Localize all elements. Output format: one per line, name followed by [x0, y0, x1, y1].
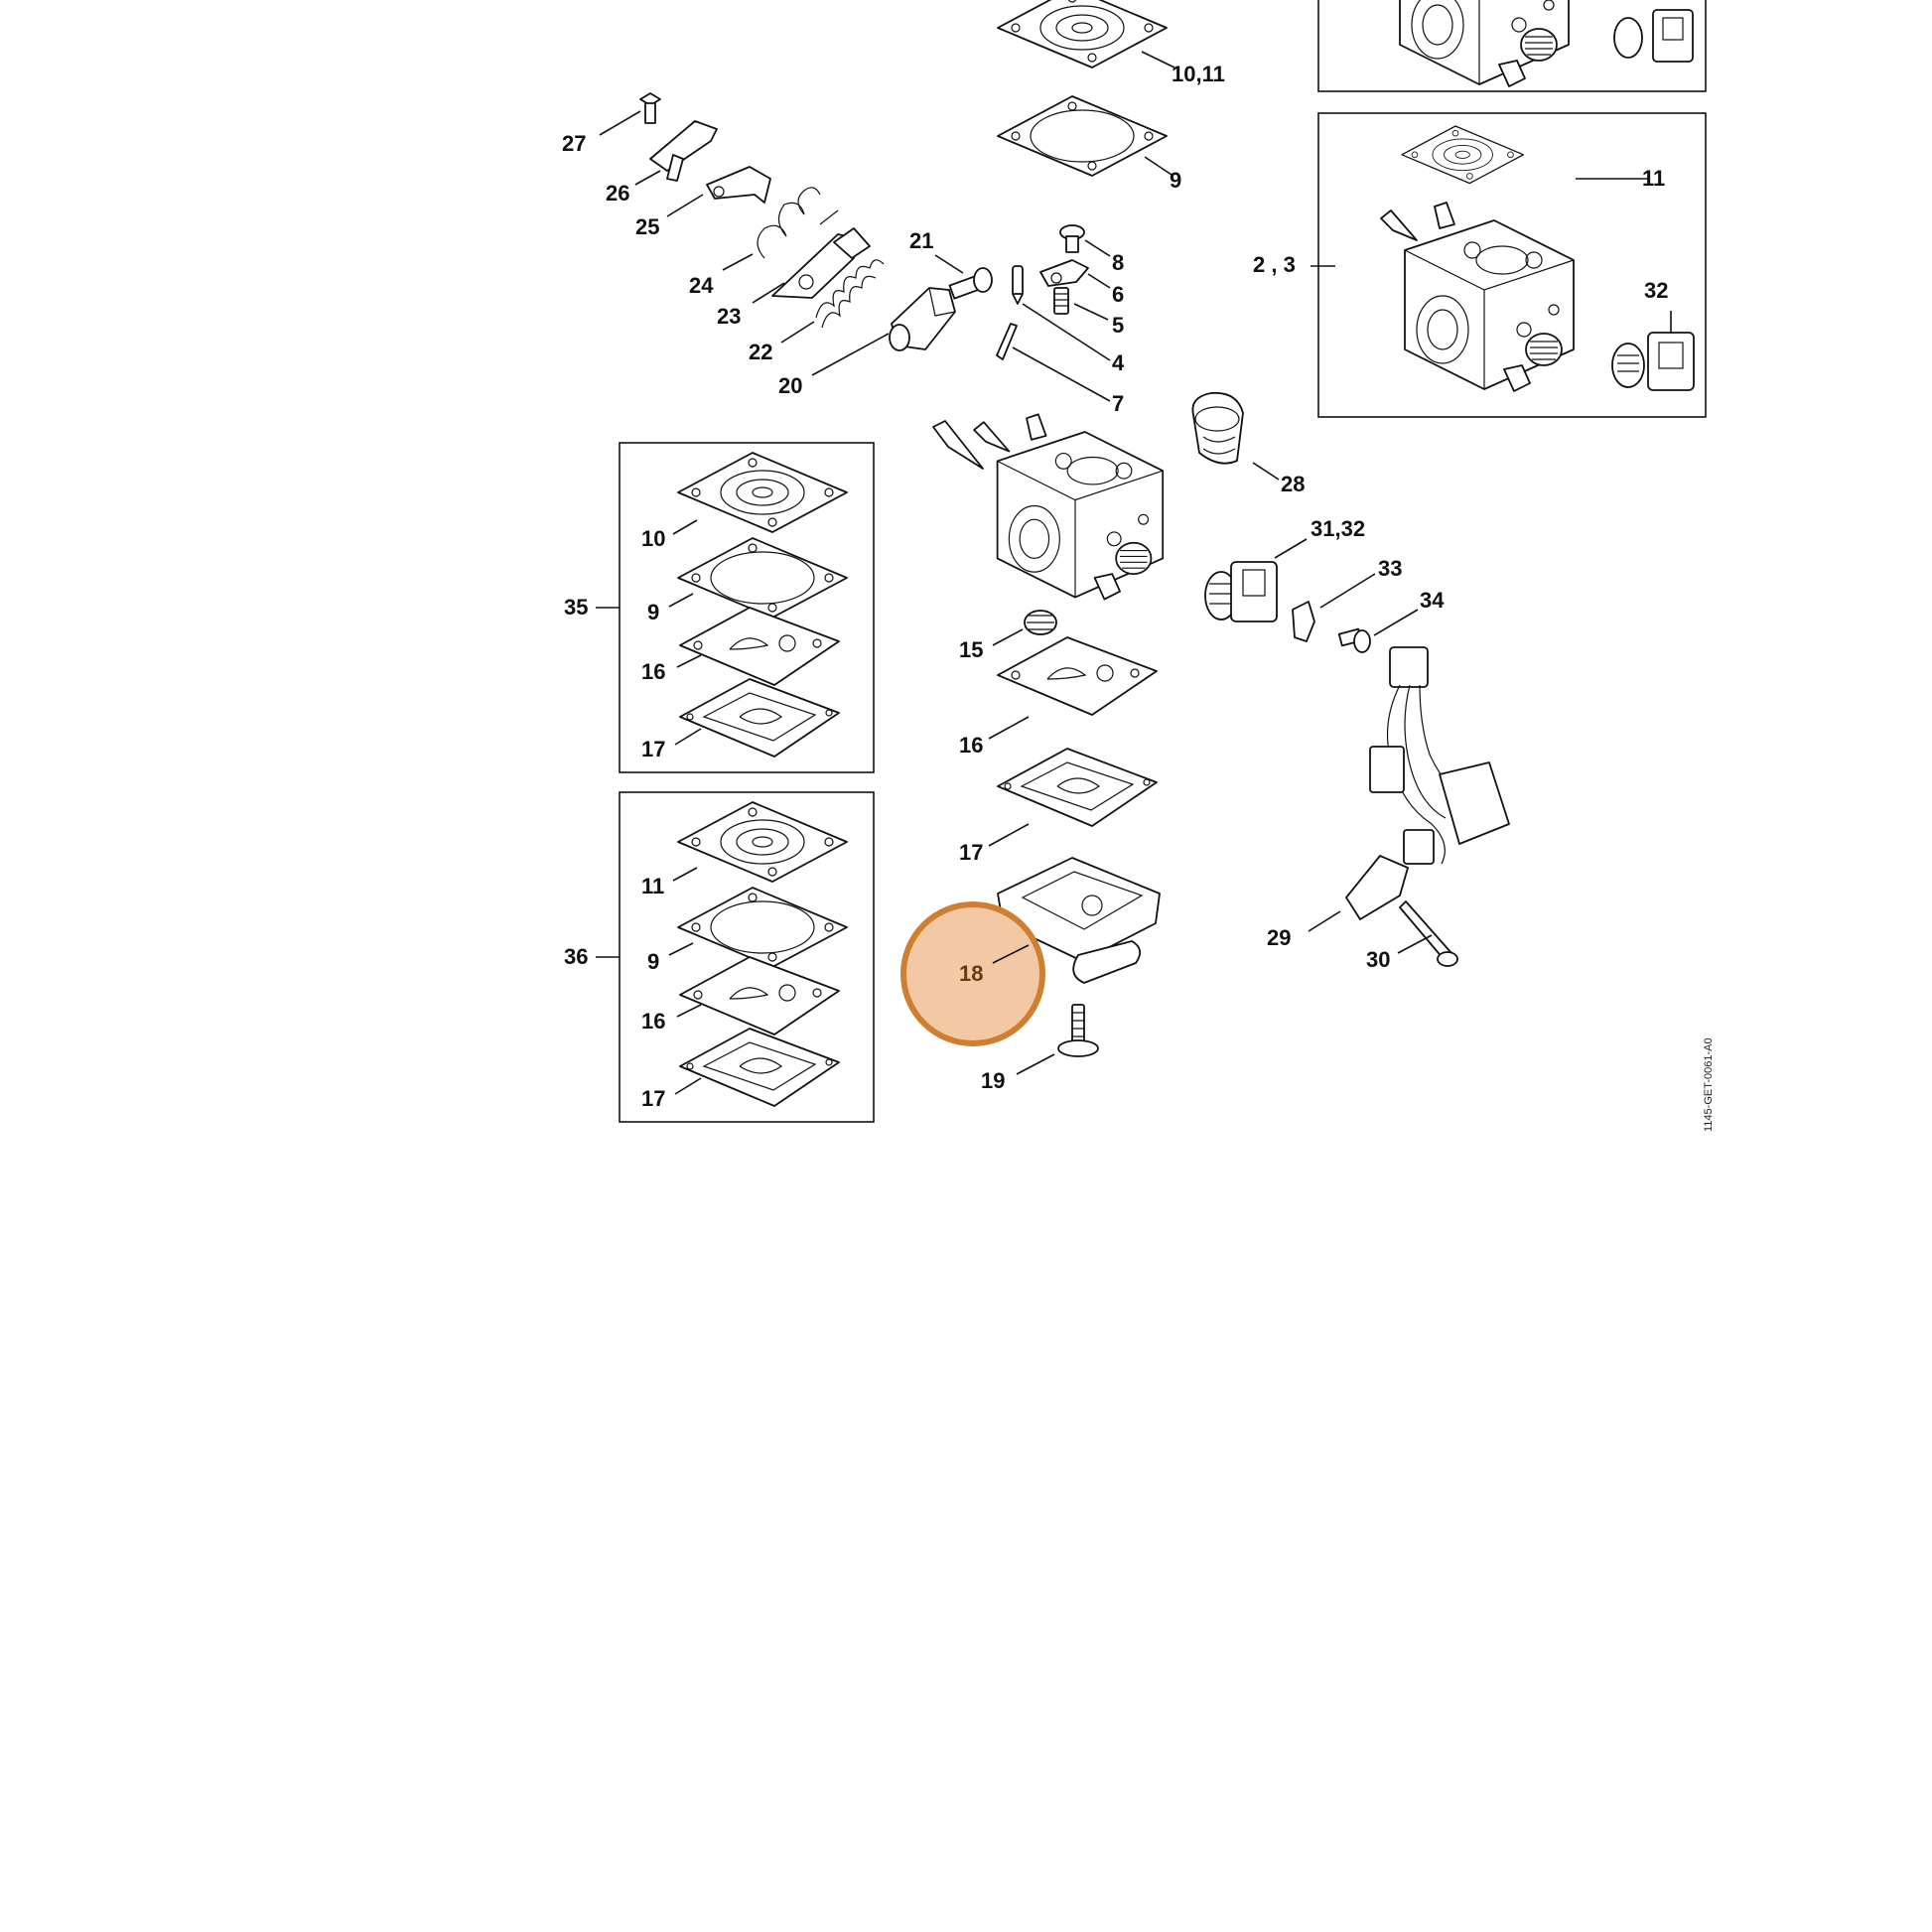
label-9-top: 9 — [1170, 168, 1181, 193]
label-kit36-17: 17 — [641, 1086, 665, 1111]
screw-21 — [948, 267, 993, 300]
label-29: 29 — [1267, 925, 1291, 950]
label-kit35-16: 16 — [641, 659, 665, 684]
part-20 — [889, 287, 956, 351]
document-code: 1145-GET-0061-A0 — [1703, 1037, 1715, 1132]
carburetor-assembly-box — [1317, 112, 1707, 418]
label-20: 20 — [778, 373, 802, 398]
screw-30 — [1399, 900, 1458, 967]
lever-26 — [649, 120, 718, 182]
wiring-harness-29 — [1345, 646, 1510, 920]
carburetor-body — [932, 413, 1165, 601]
label-36: 36 — [564, 944, 588, 969]
spring-24 — [757, 187, 839, 259]
gasket-9 — [997, 95, 1168, 177]
highlight-marker-18[interactable] — [900, 901, 1045, 1046]
label-6: 6 — [1112, 282, 1124, 307]
carburetor-assembly-top-box — [1317, 0, 1707, 92]
cover-18 — [997, 857, 1161, 984]
label-7: 7 — [1112, 391, 1124, 416]
lever-23 — [771, 227, 871, 299]
label-22: 22 — [749, 340, 772, 364]
pin-7 — [996, 323, 1018, 360]
label-34: 34 — [1420, 588, 1445, 613]
label-4: 4 — [1112, 350, 1125, 375]
label-27: 27 — [562, 131, 586, 156]
label-30: 30 — [1366, 947, 1390, 972]
label-28: 28 — [1281, 472, 1305, 496]
gasket-17 — [997, 748, 1158, 827]
spring-5 — [1053, 287, 1069, 315]
cap-33 — [1292, 601, 1315, 642]
label-32-right: 32 — [1644, 278, 1668, 303]
screw-19 — [1057, 1004, 1099, 1057]
label-kit35-9: 9 — [647, 600, 659, 624]
label-kit35-17: 17 — [641, 737, 665, 761]
label-16: 16 — [959, 733, 983, 758]
label-18[interactable]: 18 — [959, 961, 983, 986]
label-26: 26 — [606, 181, 629, 206]
label-10-11: 10,11 — [1172, 62, 1225, 86]
screw-8 — [1059, 224, 1085, 253]
label-kit36-11: 11 — [641, 874, 664, 898]
label-19: 19 — [981, 1068, 1005, 1093]
label-kit36-9: 9 — [647, 949, 659, 974]
label-25: 25 — [635, 214, 659, 239]
label-15: 15 — [959, 637, 983, 662]
label-8: 8 — [1112, 250, 1124, 275]
screw-34 — [1337, 627, 1371, 653]
label-35: 35 — [564, 595, 588, 620]
adjuster-31-32 — [1204, 561, 1278, 622]
label-33: 33 — [1378, 556, 1402, 581]
label-21: 21 — [909, 228, 933, 253]
lever-25 — [706, 166, 771, 204]
lever-6 — [1039, 259, 1089, 287]
screw-27 — [639, 92, 661, 124]
filter-15 — [1024, 610, 1057, 635]
label-23: 23 — [717, 304, 741, 329]
label-17: 17 — [959, 840, 983, 865]
label-2-3: 2 , 3 — [1253, 252, 1296, 277]
needle-4 — [1012, 265, 1024, 305]
label-5: 5 — [1112, 313, 1124, 338]
cover-28 — [1191, 391, 1244, 465]
diaphragm-16 — [997, 636, 1158, 716]
label-24: 24 — [689, 273, 714, 298]
label-31-32: 31,32 — [1311, 516, 1365, 541]
label-kit36-16: 16 — [641, 1009, 665, 1034]
spring-22 — [815, 259, 885, 329]
label-11-right: 11 — [1642, 166, 1665, 191]
diaphragm-10-11 — [997, 0, 1168, 69]
label-kit35-10: 10 — [641, 526, 665, 551]
